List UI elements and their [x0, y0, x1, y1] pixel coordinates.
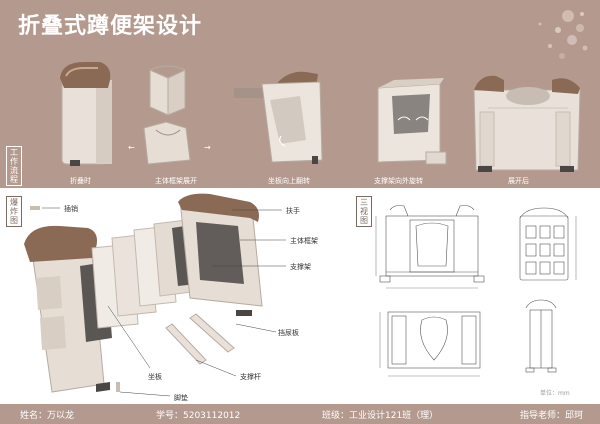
- step-label-unfolded: 展开后: [508, 177, 529, 185]
- callout-seat: 坐板: [148, 373, 162, 381]
- explode-section-label: 爆炸图: [6, 196, 22, 227]
- footer-student-id: 学号：5203112012: [156, 411, 241, 421]
- process-renders: ← →: [60, 62, 581, 172]
- step-label-seat-flip: 坐板向上翻转: [268, 177, 310, 185]
- side-view-drawing: [519, 207, 577, 281]
- folded-unit-render: [60, 62, 112, 166]
- svg-text:←: ←: [128, 143, 135, 152]
- callout-handle: 扶手: [286, 207, 300, 215]
- support-rotate-render: [377, 78, 447, 165]
- callout-barrier: 挡尿板: [278, 329, 299, 337]
- front-view-drawing: [375, 205, 485, 289]
- step-label-support-rotate: 支撑架向外旋转: [374, 177, 423, 185]
- callout-foot-pad: 脚垫: [174, 394, 188, 402]
- seat-flip-render: [234, 71, 323, 164]
- footer-bar: [0, 404, 600, 424]
- callout-pin: 插销: [64, 205, 78, 213]
- decorative-dots: [538, 10, 588, 59]
- footer-advisor: 指导老师：邱珂: [520, 411, 584, 421]
- views-section-label: 三视图: [356, 196, 372, 227]
- callout-support-frame: 支撑架: [290, 263, 311, 271]
- footer-name: 姓名：万以龙: [20, 411, 75, 421]
- unfolded-render: [473, 75, 581, 172]
- frame-open-render: ← →: [128, 65, 211, 165]
- footer-class: 班级：工业设计121班（理）: [322, 411, 439, 421]
- exploded-view: [24, 193, 286, 397]
- svg-text:→: →: [204, 143, 211, 152]
- profile-view-drawing: [525, 299, 557, 373]
- step-label-frame-open: 主体框架展开: [155, 177, 197, 185]
- callout-support-rod: 支撑杆: [240, 373, 261, 381]
- callout-main-frame: 主体框架: [290, 237, 318, 245]
- three-view-drawings: [375, 205, 577, 377]
- page-title: 折叠式蹲便架设计: [18, 14, 203, 39]
- top-view-drawing: [379, 311, 481, 377]
- process-section-label: 工作流程: [6, 146, 22, 186]
- unit-note: 单位：mm: [540, 390, 570, 397]
- step-label-folded: 折叠时: [70, 177, 91, 185]
